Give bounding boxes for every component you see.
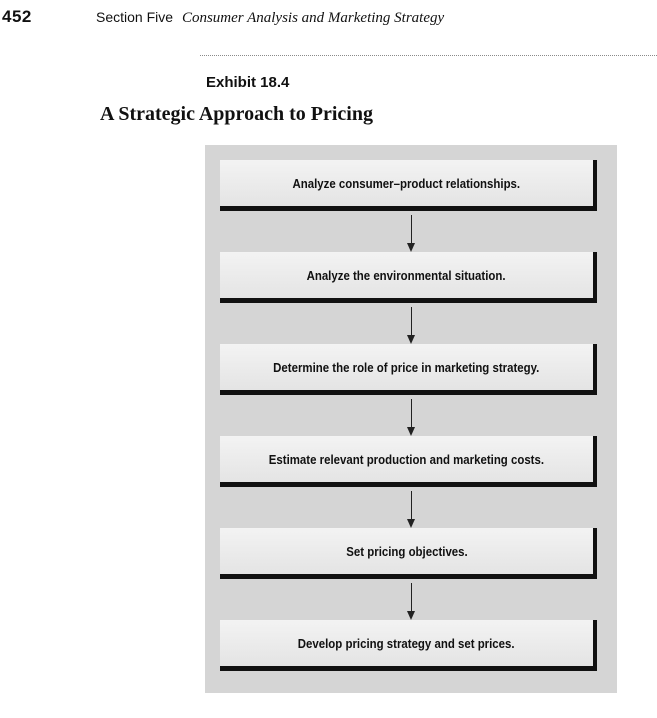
step-box-6: Develop pricing strategy and set prices.	[220, 620, 597, 671]
section-label: Section Five	[96, 9, 174, 25]
arrow-down-icon	[407, 399, 417, 436]
step-box-5: Set pricing objectives.	[220, 528, 597, 579]
step-label-6: Develop pricing strategy and set prices.	[298, 635, 515, 651]
step-label-1: Analyze consumer–product relationships.	[292, 175, 521, 191]
step-box-1: Analyze consumer–product relationships.	[220, 160, 597, 211]
step-label-2: Analyze the environmental situation.	[307, 267, 506, 283]
arrow-down-icon	[407, 215, 417, 252]
step-label-5: Set pricing objectives.	[345, 543, 468, 559]
exhibit-title: A Strategic Approach to Pricing	[100, 103, 373, 125]
exhibit-label: Exhibit 18.4	[206, 74, 290, 91]
header-divider	[200, 55, 657, 56]
step-label-4: Estimate relevant production and marketi…	[268, 451, 545, 467]
arrow-down-icon	[407, 491, 417, 528]
step-box-4: Estimate relevant production and marketi…	[220, 436, 597, 487]
section-title: Consumer Analysis and Marketing Strategy	[181, 10, 445, 26]
step-label-3: Determine the role of price in marketing…	[273, 359, 540, 375]
arrow-down-icon	[407, 583, 417, 620]
flowchart-panel: Analyze consumer–product relationships. …	[205, 145, 617, 693]
running-head: Section Five Consumer Analysis and Marke…	[96, 9, 444, 27]
arrow-down-icon	[407, 307, 417, 344]
step-box-3: Determine the role of price in marketing…	[220, 344, 597, 395]
page-number: 452	[2, 7, 32, 26]
step-box-2: Analyze the environmental situation.	[220, 252, 597, 303]
